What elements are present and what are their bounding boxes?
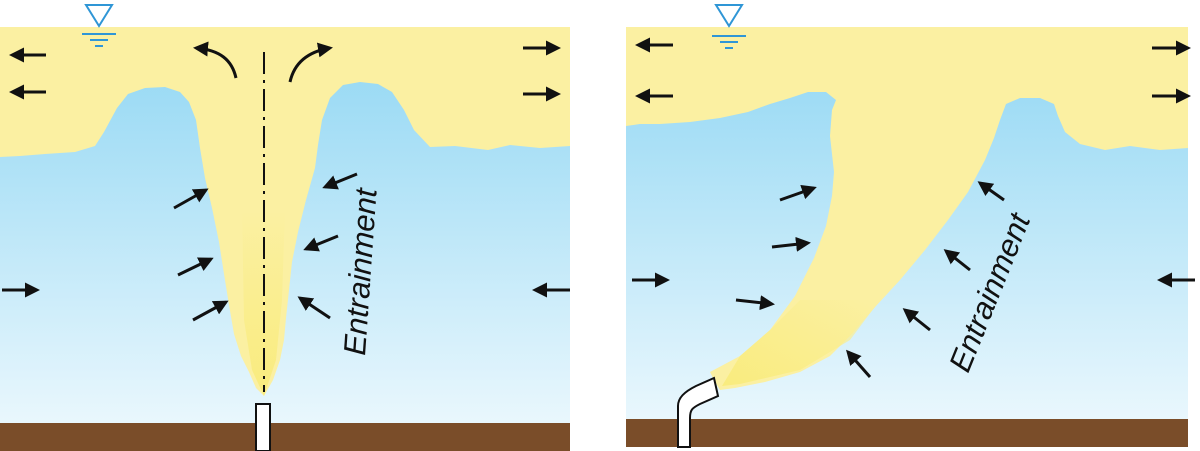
entrainment-arrow-icon <box>779 184 817 202</box>
entrainment-arrow-icon <box>735 295 775 311</box>
seabed <box>0 423 570 451</box>
panel-inclined-jet: Entrainment <box>626 4 1195 448</box>
entrainment-arrow-icon <box>192 300 229 322</box>
outlet-pipe <box>677 376 720 448</box>
water-level-icon <box>82 4 116 47</box>
entrainment-arrow-icon <box>771 236 811 252</box>
entrainment-arrow-icon <box>177 257 214 277</box>
outlet-pipe <box>255 403 271 451</box>
entrainment-arrow-icon <box>977 181 1005 202</box>
recirculation-arrow-icon <box>288 42 333 83</box>
entrainment-arrow-icon <box>173 188 209 210</box>
plume-core <box>722 300 880 386</box>
entrainment-arrow-icon <box>303 234 339 252</box>
surface-layer <box>626 27 1188 390</box>
entrainment-arrow-icon <box>322 172 358 190</box>
entrainment-arrow-icon <box>902 308 931 332</box>
entrainment-arrow-icon <box>297 296 331 320</box>
entrainment-arrow-icon <box>943 249 971 272</box>
recirculation-arrow-icon <box>193 41 238 79</box>
entrainment-arrow-icon <box>846 349 872 378</box>
water-level-icon <box>712 4 746 49</box>
surface-layer <box>0 27 570 396</box>
panel-vertical-jet: Entrainment <box>0 4 570 451</box>
seabed <box>626 419 1188 447</box>
